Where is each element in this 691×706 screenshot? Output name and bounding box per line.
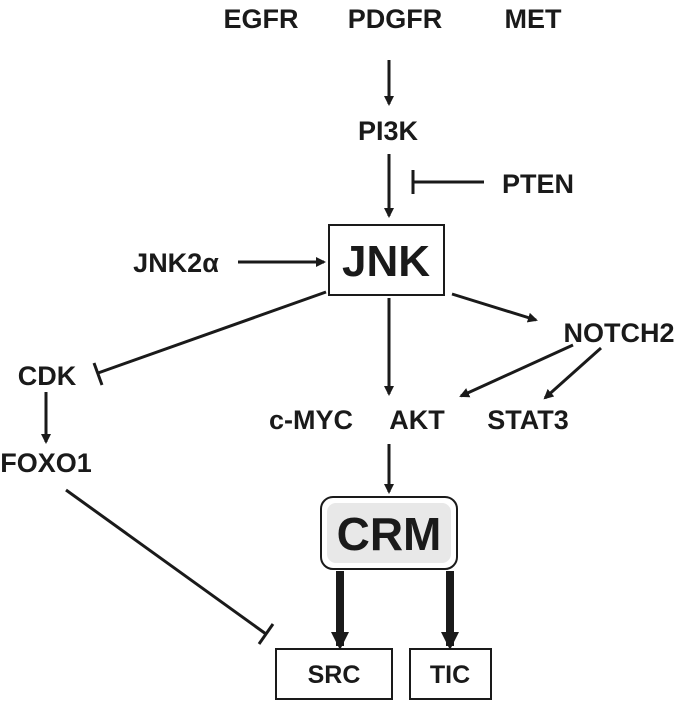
edge-foxo1-src-inhibition bbox=[65, 488, 275, 645]
edge-jnk-cdk-inhibition bbox=[92, 290, 327, 386]
node-foxo1: FOXO1 bbox=[0, 448, 92, 478]
node-cdk: CDK bbox=[18, 361, 77, 391]
node-pten: PTEN bbox=[502, 169, 574, 199]
node-akt: AKT bbox=[389, 405, 445, 435]
node-jnk: JNK bbox=[342, 237, 430, 286]
node-pi3k: PI3K bbox=[358, 116, 419, 146]
node-src: SRC bbox=[308, 661, 361, 689]
edge-notch2-stat3 bbox=[543, 346, 602, 400]
node-tic-box bbox=[409, 648, 492, 700]
node-egfr: EGFR bbox=[223, 4, 298, 34]
node-jnk-box bbox=[328, 224, 445, 296]
node-met: MET bbox=[505, 4, 563, 34]
node-tic: TIC bbox=[430, 661, 470, 689]
node-src-box bbox=[275, 648, 393, 700]
nodes: EGFR PDGFR MET PI3K PTEN JNK2α JNK NOTCH… bbox=[0, 4, 675, 700]
node-pdgfr: PDGFR bbox=[348, 4, 443, 34]
edges bbox=[41, 60, 602, 650]
node-crm: CRM bbox=[337, 508, 442, 560]
node-notch2: NOTCH2 bbox=[563, 318, 674, 348]
node-stat3: STAT3 bbox=[487, 405, 569, 435]
edge-jnk-notch2 bbox=[451, 292, 538, 323]
edge-notch2-akt bbox=[459, 343, 574, 398]
node-cmyc: c-MYC bbox=[269, 405, 353, 435]
node-crm-inner bbox=[327, 503, 451, 563]
node-jnk2a: JNK2α bbox=[133, 248, 219, 278]
edge-pten-inhibition bbox=[411, 170, 484, 194]
